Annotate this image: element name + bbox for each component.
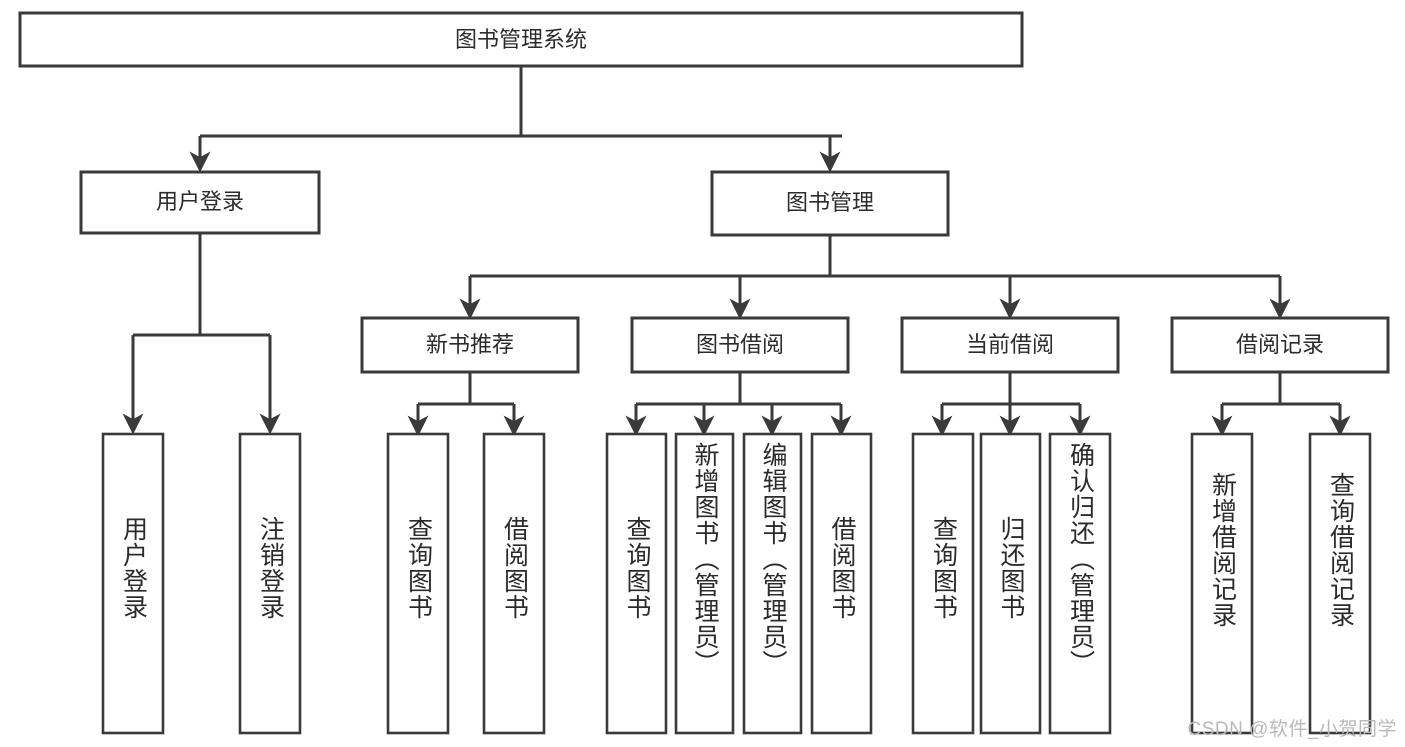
- connector-userlogin-to-leaves: [122, 233, 281, 435]
- node-new-book-recommend-label: 新书推荐: [426, 332, 514, 357]
- node-book-manage-label: 图书管理: [786, 190, 874, 215]
- connector-currentborrow-to-leaves: [931, 372, 1091, 437]
- leaf-box-confirm-return[interactable]: [1048, 432, 1112, 735]
- leaf-box-edit-book[interactable]: [742, 432, 803, 735]
- node-current-borrow-label: 当前借阅: [966, 332, 1054, 357]
- node-book-manage[interactable]: 图书管理: [710, 170, 950, 237]
- connector-bookmanage-to-level2: [459, 235, 1291, 320]
- node-new-book-recommend[interactable]: 新书推荐: [360, 316, 580, 374]
- leaf-box-add-book[interactable]: [674, 432, 735, 735]
- node-root-label: 图书管理系统: [455, 27, 587, 52]
- leaf-box-query-record[interactable]: [1308, 432, 1372, 735]
- leaf-box-query-book-2[interactable]: [605, 432, 668, 735]
- node-book-borrow-label: 图书借阅: [696, 332, 784, 357]
- node-current-borrow[interactable]: 当前借阅: [900, 316, 1120, 374]
- leaf-box-add-record[interactable]: [1190, 432, 1254, 735]
- node-user-login[interactable]: 用户登录: [79, 170, 321, 235]
- node-root[interactable]: 图书管理系统: [18, 11, 1024, 68]
- leaf-box-query-book-1[interactable]: [386, 432, 450, 735]
- node-borrow-record[interactable]: 借阅记录: [1170, 316, 1390, 374]
- leaf-box-borrow-book-2[interactable]: [810, 432, 873, 735]
- leaf-box-borrow-book-1[interactable]: [482, 432, 546, 735]
- node-book-borrow[interactable]: 图书借阅: [630, 316, 850, 374]
- connector-newbook-to-leaves: [407, 372, 525, 437]
- node-user-login-label: 用户登录: [156, 189, 244, 214]
- leaf-box-user-login[interactable]: [101, 432, 165, 735]
- leaf-box-query-book-3[interactable]: [911, 432, 975, 735]
- leaf-box-logout[interactable]: [238, 432, 302, 735]
- connector-root-to-level1: [189, 66, 842, 173]
- leaf-boxes: [101, 432, 1372, 735]
- connector-bookborrow-to-leaves: [625, 372, 852, 437]
- watermark-text: CSDN @软件_小贺同学: [1187, 719, 1397, 740]
- node-borrow-record-label: 借阅记录: [1236, 332, 1324, 357]
- leaf-box-return-book[interactable]: [979, 432, 1042, 735]
- connector-borrowrecord-to-leaves: [1211, 372, 1351, 437]
